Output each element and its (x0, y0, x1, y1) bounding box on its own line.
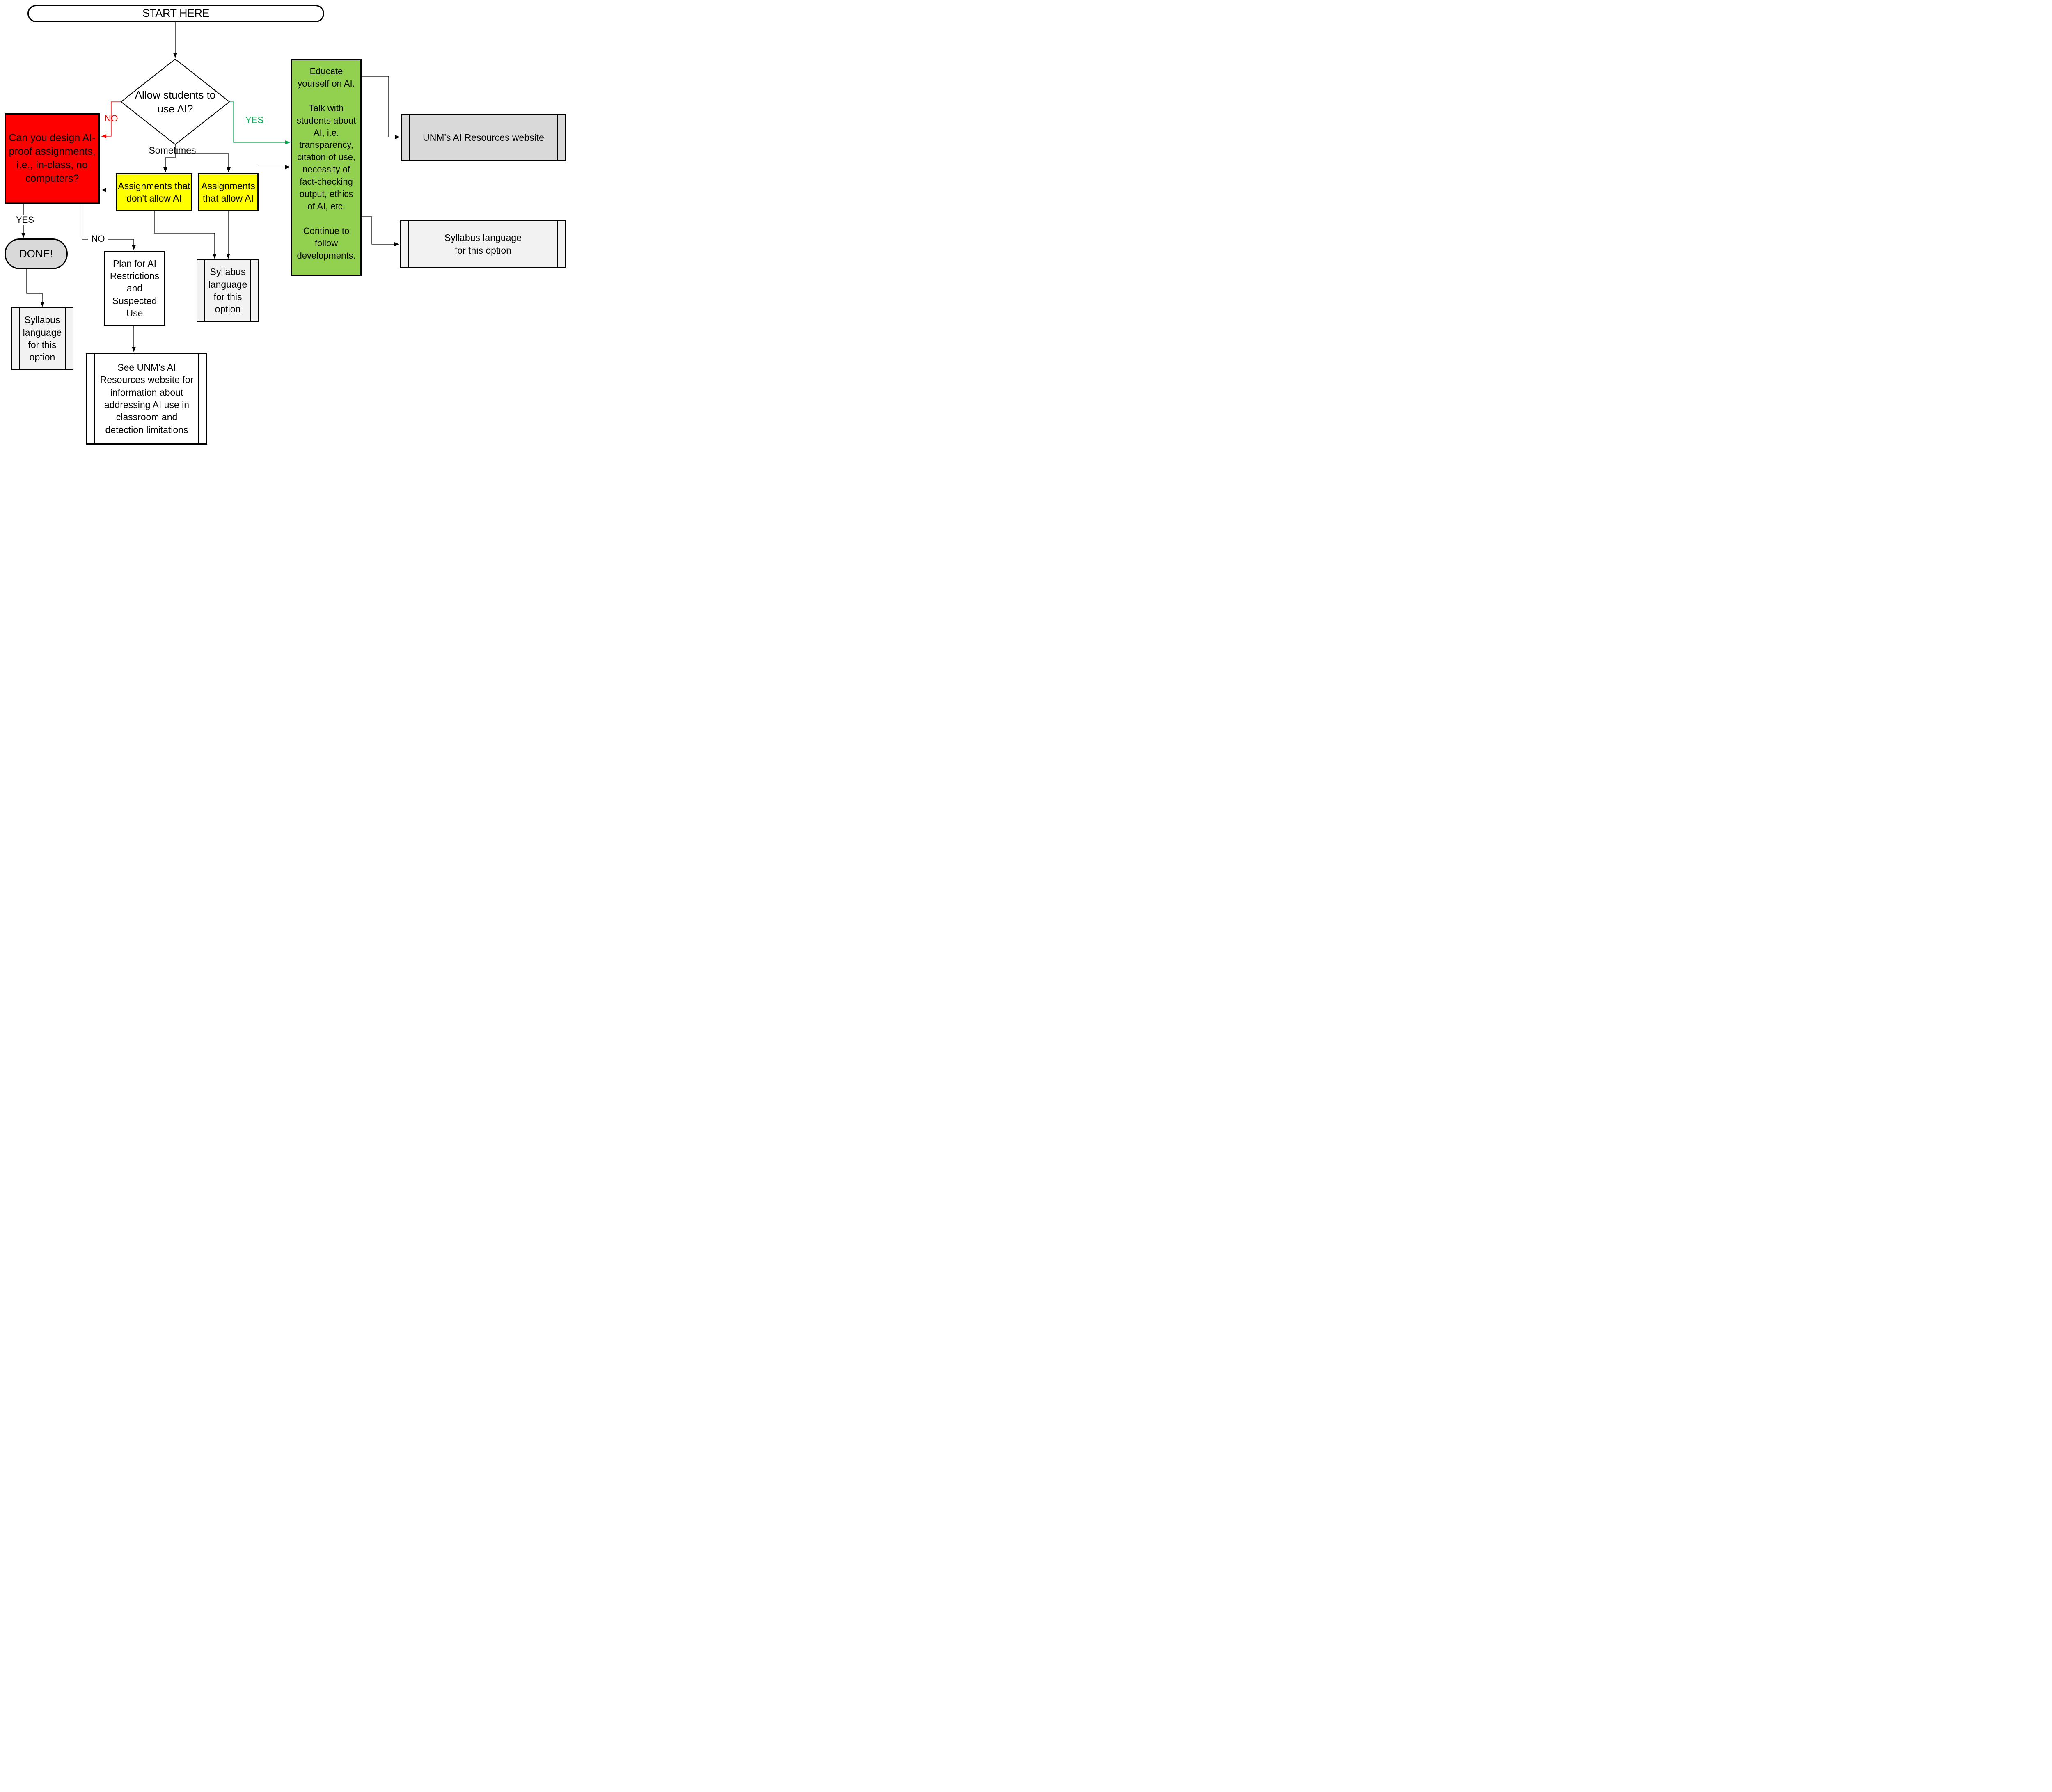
done-label: DONE! (19, 247, 53, 260)
connector-decision-sometimes-left (163, 154, 176, 172)
connector-educate-to-syllabusright (362, 216, 399, 246)
assignments-no-ai-label: Assignments that don't allow AI (118, 180, 190, 204)
syllabus-language-left-node: Syllabus language for this option (11, 307, 73, 370)
flowchart-canvas: START HERE Allow students to use AI? Can… (0, 0, 568, 448)
edge-label-yes-green: YES (245, 115, 264, 125)
see-unm-resources-label: See UNM's AI Resources website for infor… (100, 362, 194, 435)
assignments-no-ai-node: Assignments that don't allow AI (116, 173, 192, 211)
assignments-allow-ai-node: Assignments that allow AI (198, 173, 259, 211)
connector-yellowright-to-educate (259, 165, 290, 192)
unm-ai-resources-node: UNM's AI Resources website (401, 114, 566, 161)
see-unm-resources-node: See UNM's AI Resources website for infor… (86, 353, 207, 445)
syllabus-language-mid-node: Syllabus language for this option (197, 259, 259, 322)
plan-restrictions-label: Plan for AI Restrictions and Suspected U… (110, 258, 160, 319)
assignments-allow-ai-label: Assignments that allow AI (201, 180, 255, 204)
done-node: DONE! (5, 238, 68, 269)
connector-decision-sometimes-right (175, 144, 231, 172)
edge-label-sometimes: Sometimes (149, 145, 196, 156)
start-label: START HERE (142, 7, 210, 20)
decision-label: Allow students to use AI? (135, 88, 216, 115)
connector-layer (21, 22, 400, 352)
educate-yourself-label: Educate yourself on AI. Talk with studen… (296, 66, 356, 261)
decision-node-text: Allow students to use AI? (126, 83, 224, 121)
connector-decision-no-to-aiproof (101, 101, 121, 138)
edge-label-no-black: NO (88, 234, 108, 244)
syllabus-language-left-label: Syllabus language for this option (23, 314, 62, 363)
ai-proof-question-node: Can you design AI- proof assignments, i.… (5, 113, 100, 204)
ai-proof-question-label: Can you design AI- proof assignments, i.… (9, 132, 96, 184)
connector-done-to-syllabusleft (26, 269, 44, 307)
syllabus-language-right-label: Syllabus language for this option (444, 232, 522, 256)
syllabus-language-right-node: Syllabus language for this option (400, 220, 566, 268)
connector-decision-yes-to-educate (229, 101, 290, 144)
start-node: START HERE (27, 5, 324, 22)
plan-restrictions-node: Plan for AI Restrictions and Suspected U… (104, 251, 165, 326)
connector-yellowleft-to-syllabusmid (154, 211, 217, 259)
edge-label-yes-black: YES (15, 215, 35, 225)
edge-label-no-red: NO (104, 113, 118, 124)
syllabus-language-mid-label: Syllabus language for this option (208, 266, 247, 315)
decision-diamond (120, 58, 230, 145)
educate-yourself-node: Educate yourself on AI. Talk with studen… (291, 59, 362, 276)
unm-ai-resources-label: UNM's AI Resources website (423, 132, 544, 143)
connector-educate-to-unmwebsite (362, 76, 400, 139)
